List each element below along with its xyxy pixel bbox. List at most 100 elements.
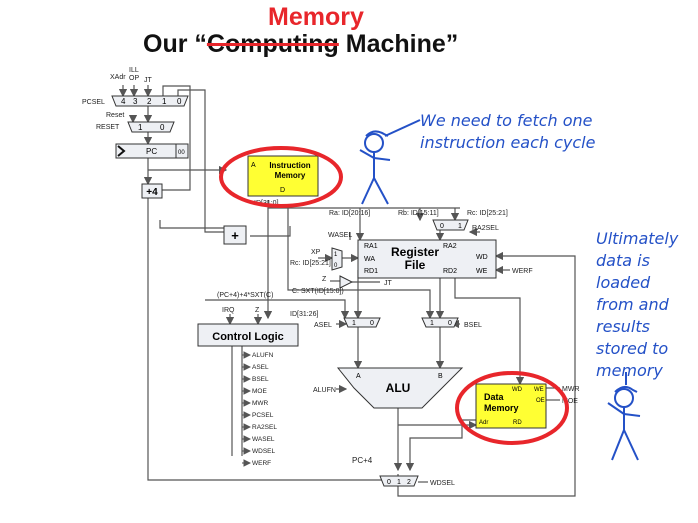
pc-register: PC 00 <box>115 143 189 159</box>
signal-label: PC+4 <box>352 456 373 465</box>
control-signal-label: PCSEL <box>252 412 274 419</box>
port-label: B <box>438 373 443 380</box>
instruction-memory-highlight <box>219 146 343 208</box>
mux-input-label: 1 <box>458 223 462 230</box>
fetch-note-line: We need to fetch one <box>420 111 593 130</box>
fetch-note-line: instruction each cycle <box>420 133 596 152</box>
signal-label: Ra: ID[20:16] <box>329 210 370 217</box>
mux-input-label: 1 <box>138 123 143 132</box>
signal-label: Z <box>322 276 327 283</box>
asel-mux: 1 0 <box>343 317 381 328</box>
signal-label: OP <box>129 75 139 82</box>
control-signal-label: ASEL <box>252 364 269 371</box>
signal-label: JT <box>144 77 153 84</box>
port-label: RD2 <box>443 268 457 275</box>
signal-label: ASEL <box>314 322 332 329</box>
title-prefix: Our “ <box>143 30 207 58</box>
mux-input-label: 3 <box>133 97 138 106</box>
control-output-labels: ALUFN ASEL BSEL MOE MWR PCSEL RA2SEL WAS… <box>252 352 277 467</box>
mux-input-label: 0 <box>334 263 338 269</box>
signal-label: WASEL <box>328 232 352 239</box>
signal-label: WDSEL <box>430 480 455 487</box>
signal-label: Z <box>255 307 260 314</box>
memory-note-line: results <box>596 317 650 336</box>
port-label: RA1 <box>364 243 378 250</box>
svg-text:+: + <box>231 228 239 243</box>
signal-label: ILL <box>129 67 139 74</box>
signal-label: WERF <box>512 268 533 275</box>
data-memory-highlight <box>455 371 569 445</box>
signal-label: (PC+4)+4*SXT(C) <box>217 292 273 299</box>
signal-label: Rc: ID[25:21] <box>290 260 331 267</box>
control-signal-label: RA2SEL <box>252 424 277 431</box>
bsel-mux: 1 0 <box>421 317 459 328</box>
port-label: RD <box>513 420 522 426</box>
svg-text:Memory: Memory <box>484 403 519 413</box>
signal-label: Rb: ID[15:11] <box>398 210 439 217</box>
svg-text:Register: Register <box>391 245 439 259</box>
svg-text:File: File <box>405 258 426 272</box>
instruction-memory: A Instruction Memory D <box>247 155 319 197</box>
wasel-mux: 1 0 <box>331 247 343 271</box>
mux-input-label: 1 <box>352 320 356 327</box>
wdsel-mux: 0 1 2 <box>379 475 419 487</box>
port-label: WE <box>534 387 544 393</box>
mux-input-label: 1 <box>334 252 338 258</box>
mux-input-label: 1 <box>162 97 167 106</box>
title-suffix: Machine” <box>338 30 459 58</box>
svg-text:Data: Data <box>484 392 505 402</box>
pcsel-mux: 4 3 2 1 0 <box>111 95 189 107</box>
title-correction: Memory <box>268 3 364 31</box>
mux-input-label: 0 <box>448 320 452 327</box>
signal-label: C: SXT(ID[15:0]) <box>292 288 344 295</box>
signal-label: IRQ <box>222 307 235 314</box>
stick-figure-icon <box>607 372 641 461</box>
signal-label: Rc: ID[25:21] <box>467 210 508 217</box>
memory-note-line: Ultimately <box>596 229 679 248</box>
signal-label: XAdr <box>110 74 126 81</box>
signal-label: MWR <box>562 386 580 393</box>
signal-label: XP <box>311 249 321 256</box>
signal-label: ALUFN <box>313 387 336 394</box>
memory-note-line: data is <box>596 251 650 270</box>
signal-label: JT <box>384 280 393 287</box>
mux-input-label: 2 <box>407 479 411 486</box>
branch-adder: + <box>223 225 247 245</box>
pc-label: PC <box>146 147 157 156</box>
port-label: OE <box>536 398 545 404</box>
svg-text:ALU: ALU <box>386 381 411 395</box>
port-label: Adr <box>479 420 488 426</box>
reset-mux: 1 0 <box>127 121 175 133</box>
svg-text:Control Logic: Control Logic <box>212 331 284 343</box>
signal-label: BSEL <box>464 322 482 329</box>
control-signal-label: WERF <box>252 460 271 467</box>
svg-text:Memory: Memory <box>275 171 306 180</box>
port-label: WD <box>476 254 488 261</box>
memory-note-line: loaded <box>596 273 651 292</box>
pc-suffix: 00 <box>178 150 185 156</box>
mux-input-label: 0 <box>370 320 374 327</box>
ra2sel-mux: 0 1 <box>432 219 469 231</box>
control-signal-label: WASEL <box>252 436 275 443</box>
control-signal-label: MOE <box>252 388 267 395</box>
fetch-note: We need to fetch one instruction each cy… <box>420 110 595 154</box>
control-output-arrows <box>242 351 252 467</box>
port-label: RD1 <box>364 268 378 275</box>
slide-title: Our “Computing Machine” <box>143 30 458 59</box>
mux-input-label: 2 <box>147 97 152 106</box>
control-logic: Control Logic <box>197 323 299 347</box>
signal-label: ID[31:26] <box>290 311 318 318</box>
mux-input-label: 0 <box>160 123 165 132</box>
control-signal-label: WDSEL <box>252 448 276 455</box>
plus4-block: +4 <box>141 183 163 199</box>
mux-input-label: 1 <box>430 320 434 327</box>
port-label: RA2 <box>443 243 457 250</box>
signal-label: RA2SEL <box>472 225 499 232</box>
mux-input-label: 4 <box>121 97 126 106</box>
memory-note: Ultimately data is loaded from and resul… <box>596 228 678 382</box>
clock-icon <box>117 145 126 157</box>
signal-label: Reset <box>106 112 124 119</box>
port-label: WE <box>476 268 488 275</box>
